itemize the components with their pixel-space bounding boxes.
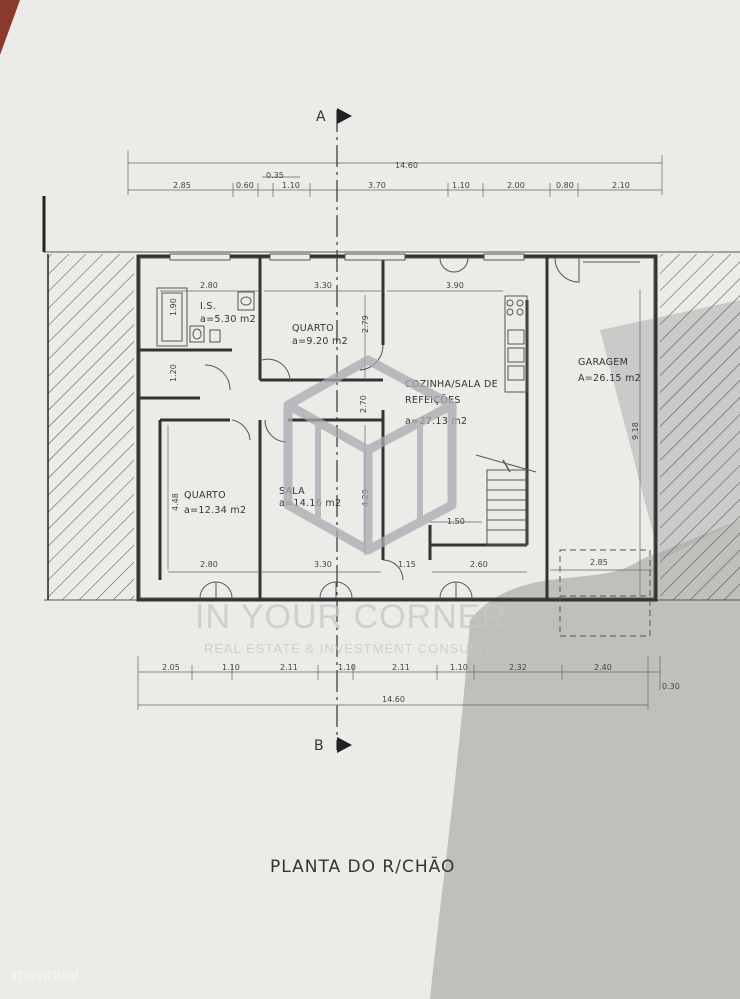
room-is-name: I.S. bbox=[200, 301, 216, 312]
bathroom-fixtures bbox=[156, 287, 255, 347]
bottom-total-dim: 14.60 bbox=[382, 695, 405, 704]
watermark-title: IN YOUR CORNER bbox=[195, 598, 507, 636]
dim-hall-height: 1.20 bbox=[169, 364, 178, 382]
dim-115: 1.15 bbox=[398, 560, 416, 569]
room-quarto1-name: QUARTO bbox=[292, 323, 334, 334]
kitchen-counter bbox=[504, 295, 528, 393]
table-corner bbox=[0, 0, 20, 55]
plan-title: PLANTA DO R/CHÃO bbox=[270, 855, 455, 877]
watermark-subtitle: REAL ESTATE & INVESTMENT CONSULTING bbox=[204, 641, 512, 656]
top-sub-dim: 0.35 bbox=[266, 171, 284, 180]
room-is-area: a=5.30 m2 bbox=[200, 314, 256, 325]
bottom-dim-5: 2.11 bbox=[392, 663, 410, 672]
dim-is-height: 1.90 bbox=[169, 298, 178, 316]
bottom-dim-7: 2.32 bbox=[509, 663, 527, 672]
room-cozinha-name1: COZINHA/SALA DE bbox=[405, 379, 498, 390]
dim-quarto2-height: 4.48 bbox=[171, 493, 180, 511]
top-dim-5: 1.10 bbox=[452, 181, 470, 190]
photo-shadow bbox=[430, 520, 740, 999]
top-dim-8: 2.10 bbox=[612, 181, 630, 190]
room-garagem-name: GARAGEM bbox=[578, 357, 628, 368]
dim-260: 2.60 bbox=[470, 560, 488, 569]
dim-is-width: 2.80 bbox=[200, 281, 218, 290]
stairs bbox=[475, 454, 537, 546]
top-total-dim: 14.60 bbox=[395, 161, 418, 170]
top-dimensions: 14.60 0.35 2.85 0.60 1.10 3.70 1.10 2.00… bbox=[127, 150, 663, 197]
dim-cozinha-height: 2.70 bbox=[359, 395, 368, 413]
inner-dim-labels: 2.80 3.30 3.90 1.90 1.20 2.79 2.70 4.48 … bbox=[169, 281, 640, 569]
room-sala-area: a=14.16 m2 bbox=[279, 498, 341, 509]
dim-quarto2-bottom: 2.80 bbox=[200, 560, 218, 569]
bottom-dim-3: 2.11 bbox=[280, 663, 298, 672]
bottom-dimensions: 2.05 1.10 2.11 1.10 2.11 1.10 2.32 2.40 … bbox=[137, 656, 680, 710]
bottom-dim-8: 2.40 bbox=[594, 663, 612, 672]
dim-cozinha-width: 3.90 bbox=[446, 281, 464, 290]
dim-quarto1-height: 2.79 bbox=[361, 315, 370, 333]
room-cozinha-area: a=27.13 m2 bbox=[405, 416, 467, 427]
dim-garagem-height: 9.18 bbox=[631, 422, 640, 440]
bottom-openings bbox=[199, 549, 651, 637]
bottom-dim-2: 1.10 bbox=[222, 663, 240, 672]
top-dim-3: 1.10 bbox=[282, 181, 300, 190]
dim-stair-width: 1.50 bbox=[447, 517, 465, 526]
neighbour-hatch-right bbox=[660, 254, 740, 600]
inner-dim-lines bbox=[160, 290, 652, 596]
bottom-dim-6: 1.10 bbox=[450, 663, 468, 672]
room-quarto2-area: a=12.34 m2 bbox=[184, 505, 246, 516]
section-a-label: A bbox=[316, 109, 326, 125]
watermark: IN YOUR CORNER REAL ESTATE & INVESTMENT … bbox=[195, 355, 512, 656]
room-quarto1-area: a=9.20 m2 bbox=[292, 336, 348, 347]
section-b-label: B bbox=[314, 738, 324, 754]
bottom-extra-dim: 0.30 bbox=[662, 682, 680, 691]
top-dim-6: 2.00 bbox=[507, 181, 525, 190]
dim-garagem-bottom: 2.85 bbox=[590, 558, 608, 567]
watermark-logo bbox=[283, 355, 457, 555]
neighbour-hatch-left bbox=[48, 254, 134, 600]
portal-watermark: imovirtual bbox=[10, 967, 78, 984]
dim-sala-bottom: 3.30 bbox=[314, 560, 332, 569]
bottom-dim-1: 2.05 bbox=[162, 663, 180, 672]
top-dim-1: 2.85 bbox=[173, 181, 191, 190]
room-quarto2-name: QUARTO bbox=[184, 490, 226, 501]
dim-quarto1-width: 3.30 bbox=[314, 281, 332, 290]
top-dim-7: 0.80 bbox=[556, 181, 574, 190]
top-windows bbox=[169, 253, 640, 283]
top-dim-2: 0.60 bbox=[236, 181, 254, 190]
top-dim-4: 3.70 bbox=[368, 181, 386, 190]
room-garagem-area: A=26.15 m2 bbox=[578, 373, 641, 384]
bottom-dim-4: 1.10 bbox=[338, 663, 356, 672]
